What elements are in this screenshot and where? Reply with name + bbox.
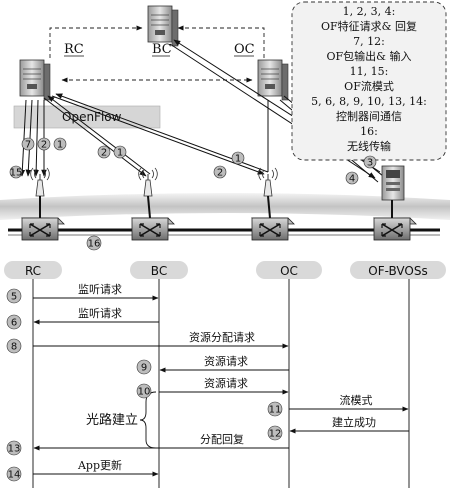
oc-label: OC: [234, 42, 255, 57]
message-label: 资源请求: [204, 376, 248, 390]
step-number: 8: [11, 342, 17, 353]
marker-label: 4: [349, 174, 355, 185]
antenna-icon: [258, 167, 278, 197]
marker-label: 3: [367, 158, 373, 169]
marker-label: 2: [217, 168, 223, 179]
antenna-icon: [30, 167, 50, 197]
controller-links: [49, 25, 265, 83]
of-bvos-device-icon: [381, 165, 405, 201]
rc-server-icon: [19, 59, 51, 101]
step-number: 6: [11, 318, 17, 329]
message-label: 流模式: [340, 393, 373, 407]
marker-label: 1: [117, 148, 123, 159]
bracket-label: 光路建立: [86, 412, 138, 428]
legend-line: OF包输出& 输入: [327, 49, 412, 63]
switch-icon: [21, 217, 65, 241]
sequence-diagram: RC BC OC OF-BVOSs: [4, 261, 446, 488]
legend-line: 7, 12:: [353, 35, 385, 48]
marker-label: 1: [57, 140, 63, 151]
legend-line: OF特征请求& 回复: [321, 19, 417, 33]
legend-line: 5, 6, 8, 9, 10, 13, 14:: [311, 95, 427, 108]
wireless-band: [0, 193, 450, 220]
step-number: 9: [141, 363, 147, 374]
openflow-label: OpenFlow: [62, 110, 122, 124]
message-label: 监听请求: [78, 283, 122, 296]
message-label: App更新: [77, 458, 122, 472]
topology-markers: [9, 137, 377, 251]
message-label: 资源请求: [204, 354, 248, 368]
marker-label: 15: [10, 168, 23, 179]
bc-server-icon: [147, 5, 179, 47]
step-number: 11: [269, 405, 282, 416]
participant-oc: [256, 261, 322, 279]
legend-line: 控制器间通信: [336, 109, 402, 123]
message-label: 分配回复: [200, 432, 244, 446]
marker-label: 16: [88, 239, 101, 250]
legend-line: 1, 2, 3, 4:: [343, 5, 396, 18]
switch-icon: [251, 217, 295, 241]
participant-label: OC: [280, 264, 298, 278]
message-label: 资源分配请求: [189, 330, 255, 344]
legend-line: 16:: [360, 125, 378, 138]
participant-label: RC: [25, 264, 41, 278]
marker-label: 2: [41, 140, 47, 151]
message-label: 建立成功: [332, 415, 376, 429]
step-number: 12: [269, 429, 282, 440]
legend: 1, 2, 3, 4: OF特征请求& 回复 7, 12: OF包输出& 输入 …: [311, 5, 427, 153]
switch-icon: [373, 217, 417, 241]
legend-line: OF流模式: [344, 79, 394, 93]
step-number: 13: [8, 444, 21, 455]
bracket: [139, 391, 157, 449]
oc-server-icon: [257, 59, 289, 101]
message-label: 监听请求: [78, 307, 122, 320]
marker-label: 2: [101, 148, 107, 159]
bc-label: BC: [152, 42, 172, 57]
marker-label: 1: [235, 154, 241, 165]
legend-line: 无线传输: [347, 139, 391, 153]
rc-label: RC: [64, 42, 84, 57]
step-number: 10: [138, 387, 151, 398]
switch-icon: [131, 217, 175, 241]
step-number: 14: [8, 470, 21, 481]
participant-bc: [130, 261, 188, 279]
marker-label: 7: [25, 140, 31, 151]
legend-line: 11, 15:: [350, 65, 389, 78]
participant-label: BC: [151, 264, 167, 278]
participant-of-bvoss: [350, 261, 446, 279]
participant-rc: [4, 261, 62, 279]
step-number: 5: [11, 292, 17, 303]
participant-label: OF-BVOSs: [368, 264, 427, 278]
